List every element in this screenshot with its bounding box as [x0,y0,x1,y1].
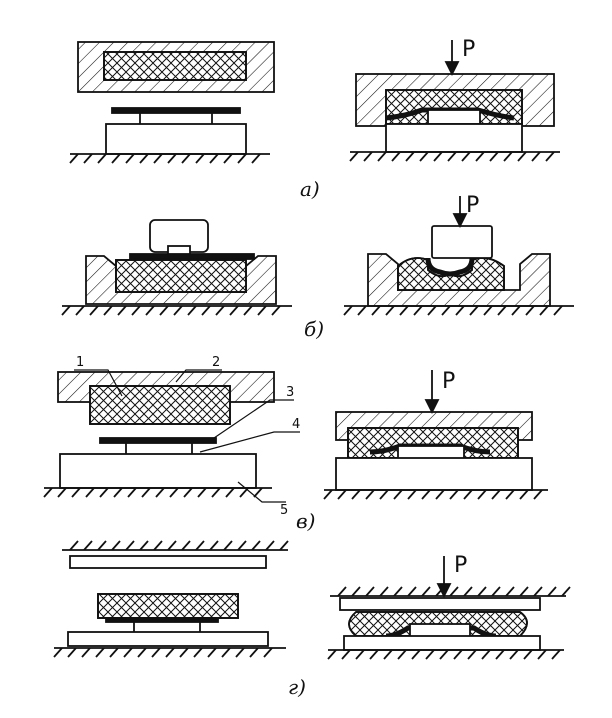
row-g-right [327,556,571,660]
callout-4: 4 [292,417,300,432]
row-label-v: в) [296,509,315,533]
row-a-left [69,41,275,164]
force-label-g: P [454,553,467,578]
row-label-b: б) [304,317,324,341]
callout-3: 3 [286,385,294,400]
force-label-v: P [442,369,455,394]
callout-2: 2 [212,355,220,370]
row-b-left [61,219,292,316]
row-label-a: а) [300,177,320,201]
row-b-right [343,196,574,316]
row-label-g: г) [288,675,306,699]
row-a-right [349,40,560,162]
row-v-right [323,370,548,500]
force-label-b: P [466,193,479,218]
callout-1: 1 [76,355,84,370]
callout-5: 5 [280,503,288,518]
row-g-left [53,540,289,658]
row-v-left [43,369,300,503]
force-label-a: P [462,37,475,62]
